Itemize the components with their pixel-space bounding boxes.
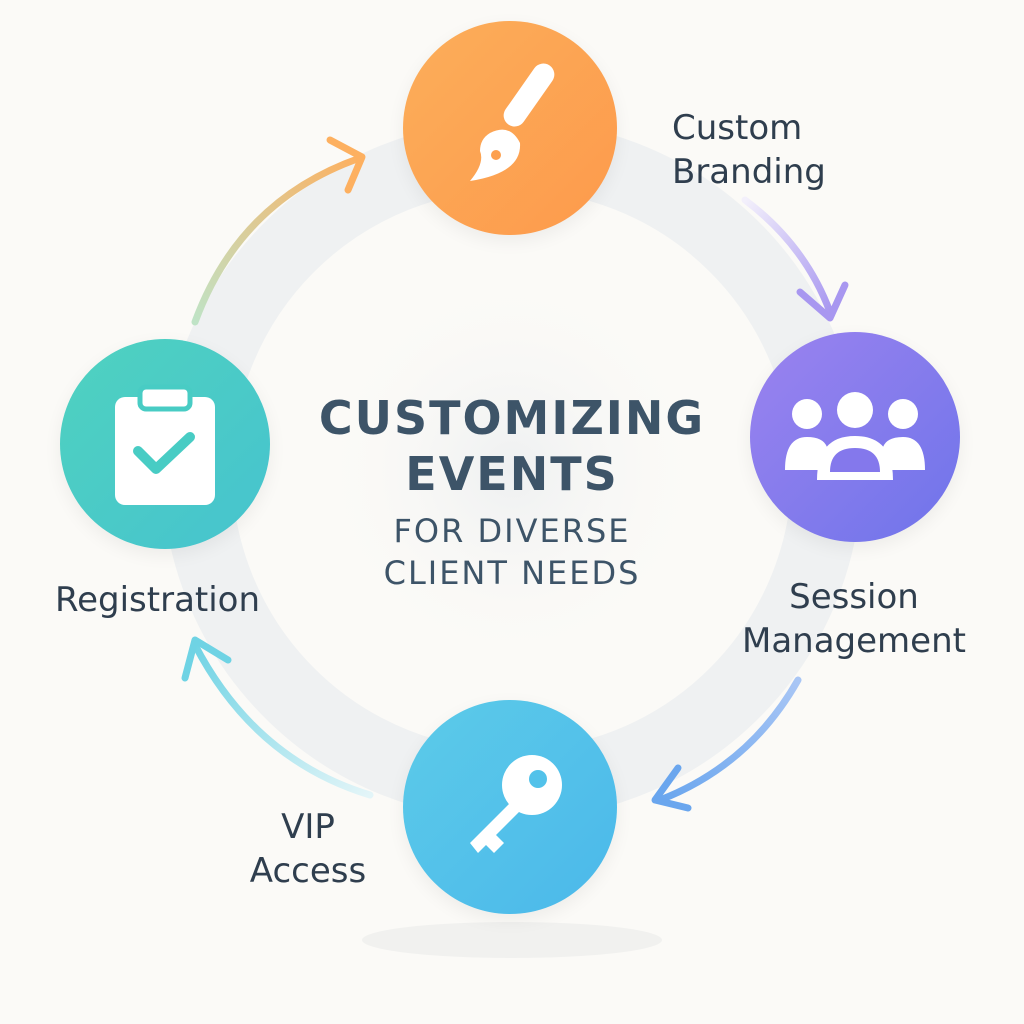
label-line: Access (249, 851, 367, 891)
label-line: Session (789, 577, 919, 617)
label-line: Branding (672, 152, 826, 192)
title-line-2: EVENTS (405, 447, 619, 501)
session-management-label: Session Management (740, 575, 968, 663)
subtitle-line-2: CLIENT NEEDS (383, 554, 641, 592)
registration-node[interactable] (60, 339, 270, 549)
arrow-registration-to-branding (191, 154, 364, 326)
arrow-vip-to-registration (191, 641, 374, 799)
vip-access-label: VIP Access (240, 805, 376, 893)
paintbrush-icon (470, 63, 555, 181)
label-line: VIP (281, 807, 335, 847)
custom-branding-node[interactable] (403, 21, 617, 235)
center-glow (312, 270, 712, 670)
label-line: Management (742, 621, 966, 661)
key-icon (470, 755, 562, 853)
session-management-node[interactable] (750, 332, 960, 542)
center-title: CUSTOMIZING EVENTS FOR DIVERSE CLIENT NE… (300, 390, 724, 594)
label-line: Registration (55, 580, 261, 620)
subtitle-line-1: FOR DIVERSE (393, 512, 631, 550)
arrow-session-to-vip (656, 676, 802, 804)
shadow (362, 922, 662, 958)
title-line-1: CUSTOMIZING (318, 391, 706, 445)
registration-label: Registration (55, 578, 260, 622)
clipboard-check-icon (115, 384, 215, 505)
vip-access-node[interactable] (403, 700, 617, 914)
group-icon (785, 392, 925, 480)
label-line: Custom (672, 108, 803, 148)
custom-branding-label: Custom Branding (672, 106, 826, 194)
arrow-branding-to-session (741, 196, 834, 316)
